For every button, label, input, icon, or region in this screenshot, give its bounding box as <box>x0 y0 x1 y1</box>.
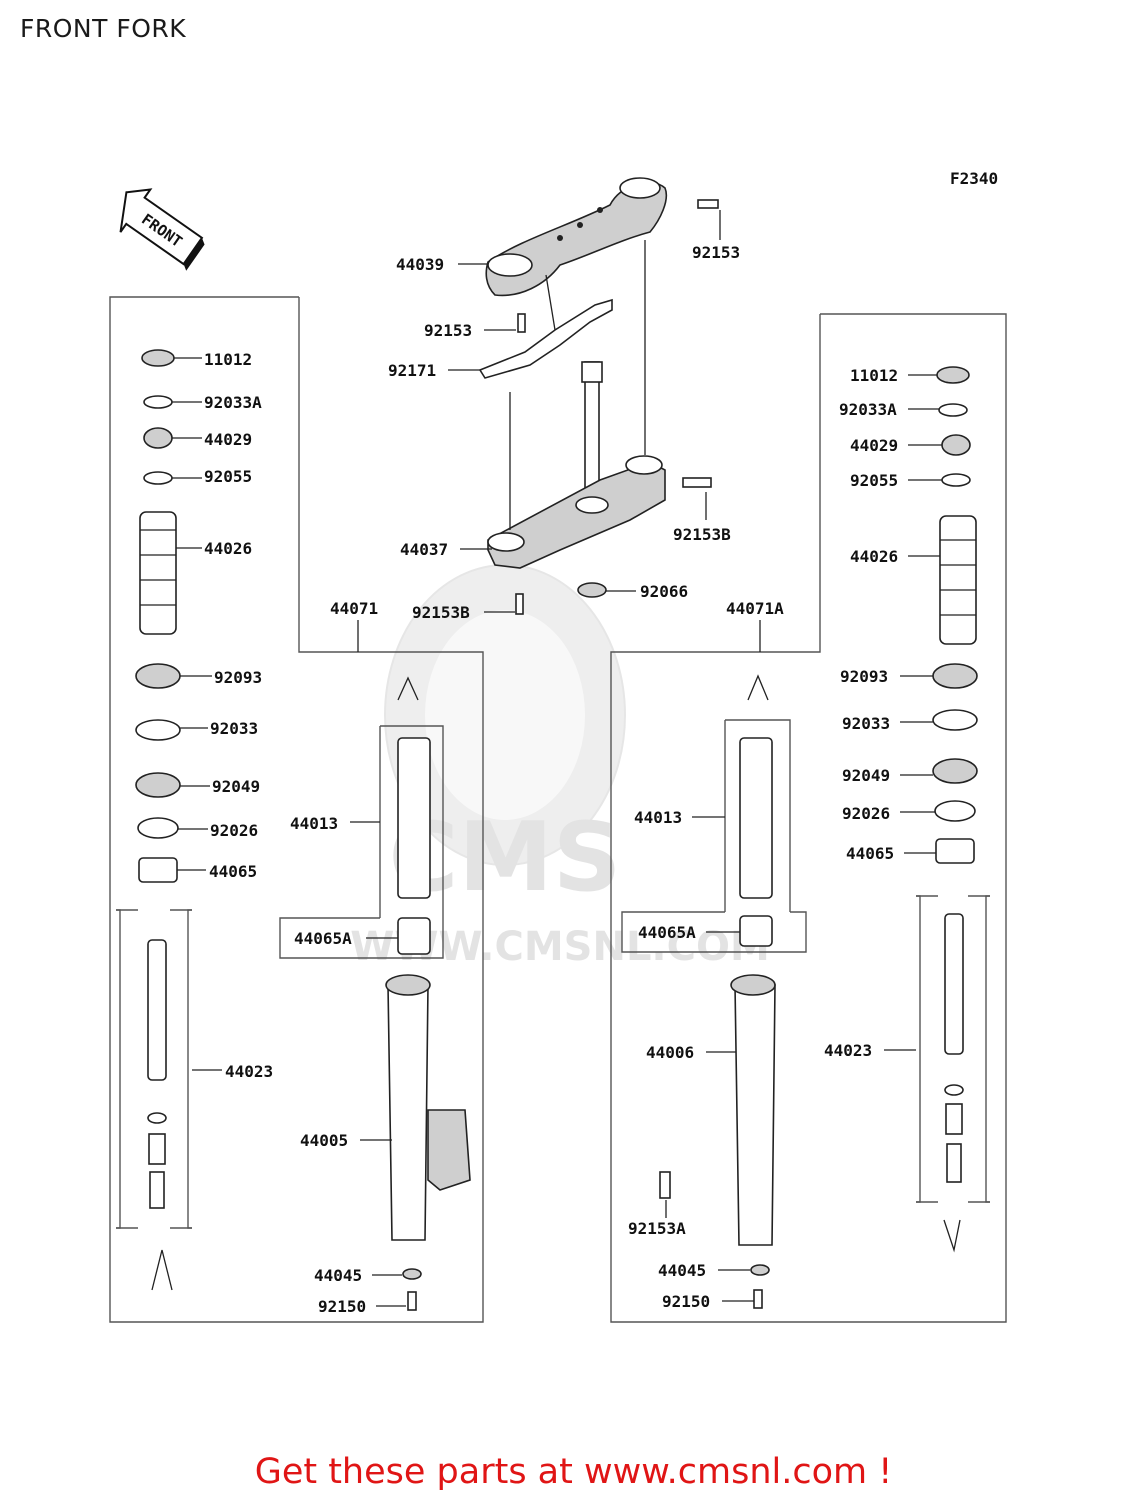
figure-code: F2340 <box>950 169 998 188</box>
page-title: FRONT FORK <box>20 14 187 43</box>
label-left-44005: 44005 <box>300 1131 348 1150</box>
label-left-11012: 11012 <box>204 350 252 369</box>
bolts-top <box>515 199 719 615</box>
label-left-92026: 92026 <box>210 821 258 840</box>
label-right-44045: 44045 <box>658 1261 706 1280</box>
label-right-92150: 92150 <box>662 1292 710 1311</box>
label-right-44065: 44065 <box>846 844 894 863</box>
bracket-plate-92171 <box>478 298 613 379</box>
right-fork-parts <box>621 366 990 1309</box>
label-92153-upper: 92153 <box>424 321 472 340</box>
upper-bracket-44039 <box>485 177 668 297</box>
label-left-44071: 44071 <box>330 599 378 618</box>
left-fork-frame <box>109 296 484 1323</box>
label-44037: 44037 <box>400 540 448 559</box>
label-left-44029: 44029 <box>204 430 252 449</box>
label-right-92055: 92055 <box>850 471 898 490</box>
leader-lines <box>172 210 942 1307</box>
nut-92066 <box>577 582 607 598</box>
label-right-44071A: 44071A <box>726 599 784 618</box>
label-right-92093: 92093 <box>840 667 888 686</box>
promo-link[interactable]: Get these parts at www.cmsnl.com ! <box>254 1452 893 1492</box>
label-92153B-right: 92153B <box>673 525 731 544</box>
label-right-44065A: 44065A <box>638 923 696 942</box>
label-92066: 92066 <box>640 582 688 601</box>
label-right-11012: 11012 <box>850 366 898 385</box>
label-92153-top: 92153 <box>692 243 740 262</box>
label-left-92150: 92150 <box>318 1297 366 1316</box>
label-right-92026: 92026 <box>842 804 890 823</box>
label-right-92033A: 92033A <box>839 400 897 419</box>
label-right-92153A: 92153A <box>628 1219 686 1238</box>
left-fork-parts <box>116 349 471 1311</box>
label-left-92033: 92033 <box>210 719 258 738</box>
label-left-44013: 44013 <box>290 814 338 833</box>
label-right-44026: 44026 <box>850 547 898 566</box>
label-right-44023: 44023 <box>824 1041 872 1060</box>
label-left-44065A: 44065A <box>294 929 352 948</box>
label-left-44045: 44045 <box>314 1266 362 1285</box>
label-right-92049: 92049 <box>842 766 890 785</box>
label-left-44026: 44026 <box>204 539 252 558</box>
steering-stem-44037 <box>487 361 666 569</box>
label-left-92055: 92055 <box>204 467 252 486</box>
label-left-92049: 92049 <box>212 777 260 796</box>
label-right-44006: 44006 <box>646 1043 694 1062</box>
label-left-44065: 44065 <box>209 862 257 881</box>
label-92171: 92171 <box>388 361 436 380</box>
front-direction-arrow: FRONT <box>119 188 205 271</box>
label-right-92033: 92033 <box>842 714 890 733</box>
right-fork-frame <box>610 313 1007 1323</box>
label-left-92033A: 92033A <box>204 393 262 412</box>
label-44039: 44039 <box>396 255 444 274</box>
label-right-44029: 44029 <box>850 436 898 455</box>
label-92153B-left: 92153B <box>412 603 470 622</box>
label-right-44013: 44013 <box>634 808 682 827</box>
label-left-92093: 92093 <box>214 668 262 687</box>
label-left-44023: 44023 <box>225 1062 273 1081</box>
front-fork-diagram: CMS WWW.CMSNL.COM F2340 FRONT <box>109 169 1007 1323</box>
